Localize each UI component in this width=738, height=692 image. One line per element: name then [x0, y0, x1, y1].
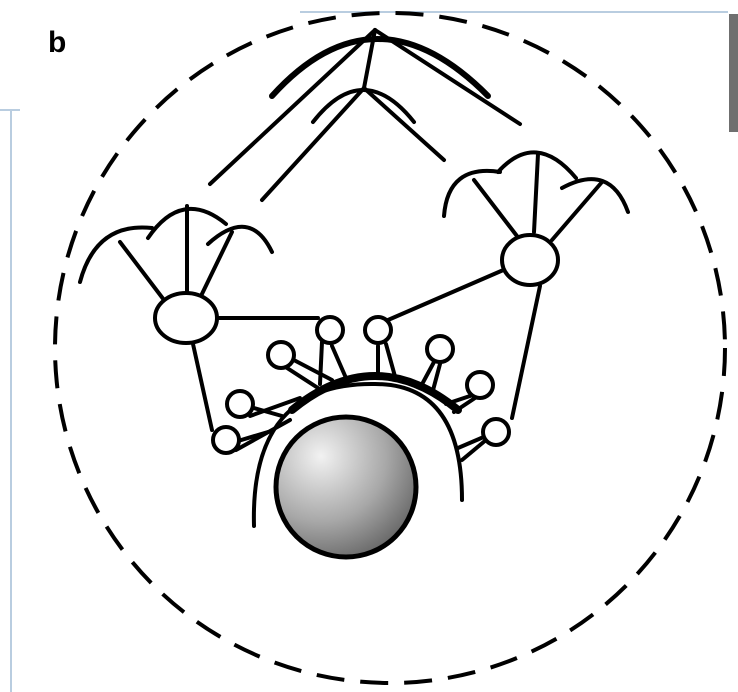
right-arc-1 [444, 171, 500, 216]
left-arc-stem-1 [120, 242, 164, 300]
small-circle-2 [227, 391, 253, 417]
right-cluster-node [502, 235, 558, 285]
small-circle-8 [483, 419, 509, 445]
right-arc-stem-3 [552, 182, 602, 240]
panel-label: b [48, 28, 66, 58]
central-sphere [276, 417, 416, 557]
crown-spoke-4 [290, 358, 332, 380]
left-arc-1 [80, 227, 152, 282]
middle-fan-line-left [262, 88, 364, 200]
small-circle-4 [317, 317, 343, 343]
right-node-to-top-node [388, 268, 508, 320]
small-circle-7 [467, 372, 493, 398]
left-cluster-node [155, 293, 217, 343]
left-arc-3 [208, 227, 272, 252]
right-arc-stem-2 [534, 154, 538, 232]
right-arc-stem-1 [474, 180, 520, 240]
small-circle-6 [427, 336, 453, 362]
middle-fan-line-right [364, 88, 444, 160]
adjacent-image-edge [729, 14, 738, 132]
small-circle-1 [213, 427, 239, 453]
left-node-down-line [193, 344, 212, 430]
small-circle-5 [365, 317, 391, 343]
left-arc-stem-3 [200, 232, 232, 298]
small-circle-3 [268, 342, 294, 368]
top-fan-line-right [375, 30, 520, 124]
right-node-down-line [512, 286, 540, 418]
crown-spoke-6 [320, 342, 322, 384]
right-arc-3 [562, 179, 628, 212]
top-large-arc [272, 39, 488, 96]
crown-spoke-5 [332, 346, 346, 378]
